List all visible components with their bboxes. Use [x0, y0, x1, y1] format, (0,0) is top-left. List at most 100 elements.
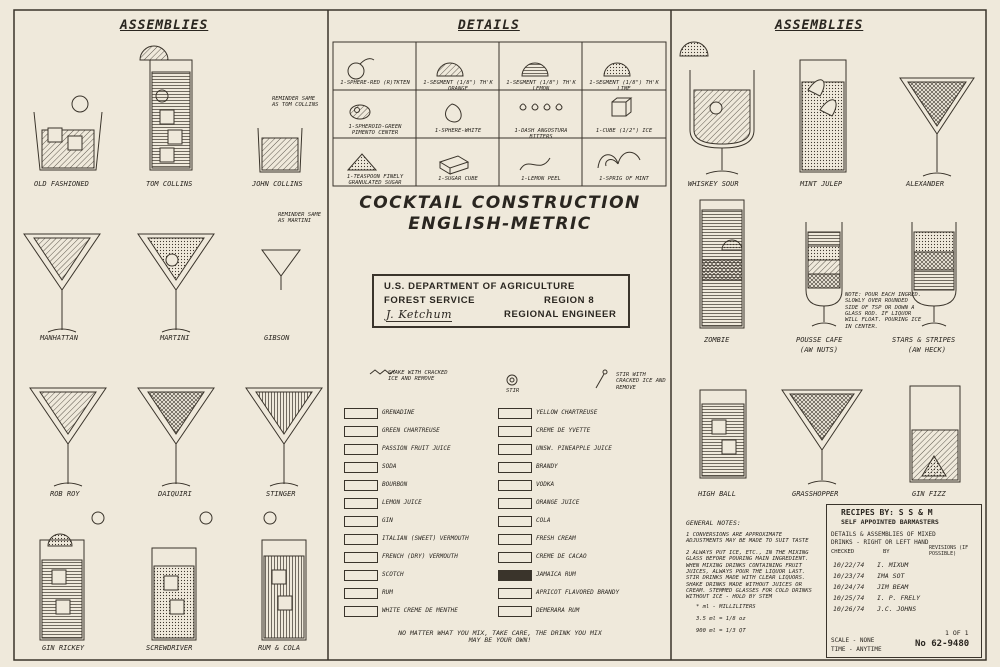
detail-label: 1-DASH ANGOSTURA BITTERS: [514, 128, 568, 141]
drink-sublabel: (AW NUTS): [800, 346, 838, 354]
drink-label: POUSSE CAFE: [796, 336, 843, 344]
recipes-subtitle: SELF APPOINTED BARMASTERS: [841, 518, 939, 526]
drink-label: MINT JULEP: [800, 180, 843, 188]
swatch: [344, 588, 378, 599]
checker: IMA SOT: [877, 572, 905, 580]
col-revisions: REVISIONS (IF POSSIBLE): [929, 545, 969, 557]
swatch: [344, 498, 378, 509]
drink-label: MARTINI: [160, 334, 190, 342]
title-line2: ENGLISH-METRIC: [408, 214, 592, 234]
swatch: [344, 426, 378, 437]
swatch: [344, 534, 378, 545]
legend-label: GREEN CHARTREUSE: [382, 427, 440, 434]
legend-label: SODA: [382, 463, 397, 470]
drink-label: ALEXANDER: [906, 180, 944, 188]
drink-label: WHISKEY SOUR: [688, 180, 739, 188]
swatch: [344, 408, 378, 419]
stamp-service: FOREST SERVICE: [384, 295, 476, 306]
drink-label: OLD FASHIONED: [34, 180, 89, 188]
header-assemblies-right: ASSEMBLIES: [775, 18, 864, 33]
legend-label: CREME DE YVETTE: [536, 427, 591, 434]
legend-label: ORANGE JUICE: [536, 499, 580, 506]
stamp-role: REGIONAL ENGINEER: [504, 309, 617, 320]
swatch: [344, 516, 378, 527]
general-note-4: 3.5 ml = 1/8 oz: [696, 616, 746, 622]
drink-label: GIN RICKEY: [42, 644, 85, 652]
detail-label: 1-SEGMENT (1/8") TH'K ORANGE: [423, 80, 493, 93]
general-note-2: 2 ALWAYS PUT ICE, ETC., IN THE MIXING GL…: [686, 550, 812, 601]
stamp-region: REGION 8: [544, 295, 595, 306]
swatch: [498, 588, 532, 599]
legend-label: GRENADINE: [382, 409, 415, 416]
drink-label: SCREWDRIVER: [146, 644, 193, 652]
legend-label: BRANDY: [536, 463, 558, 470]
detail-label: 1-SPHEROID-GREEN PIMENTO CENTER: [348, 124, 402, 137]
drawing-number: No 62-9480: [915, 639, 970, 649]
scale-label: SCALE - NONE: [831, 637, 875, 644]
swatch: [498, 426, 532, 437]
drink-label: DAIQUIRI: [158, 490, 192, 498]
detail-label: 1-SUGAR CUBE: [438, 176, 478, 182]
swatch: [344, 462, 378, 473]
legend-label: APRICOT FLAVORED BRANDY: [536, 589, 620, 596]
drink-label: HIGH BALL: [698, 490, 736, 498]
details-grid: [332, 41, 667, 187]
recipes-title: RECIPES BY: S S & M: [841, 508, 933, 517]
detail-label: 1-LEMON PEEL: [521, 176, 561, 182]
time-label: TIME - ANYTIME: [831, 646, 882, 653]
legend-label: UNSW. PINEAPPLE JUICE: [536, 445, 612, 452]
checker: J.C. JOHNS: [877, 605, 917, 613]
swatch: [498, 534, 532, 545]
recipes-desc2: DRINKS - RIGHT OR LEFT HAND: [831, 539, 929, 546]
legend-label: FRENCH (DRY) VERMOUTH: [382, 553, 458, 560]
detail-label: 1-SPHERE-RED (R)TKTEN: [340, 80, 410, 86]
general-note-3: * ml - MILLILITERS: [696, 604, 756, 610]
detail-label: 1-TEASPOON FINELY GRANULATED SUGAR: [346, 174, 404, 187]
drink-label: TOM COLLINS: [146, 180, 193, 188]
checker: I. P. FRELY: [877, 594, 921, 602]
drink-label: JOHN COLLINS: [252, 180, 303, 188]
legend-label: BOURBON: [382, 481, 408, 488]
legend-label: GIN: [382, 517, 393, 524]
check-date: 10/24/74: [833, 583, 865, 591]
checker: I. MIXUM: [877, 561, 909, 569]
swatch: [498, 408, 532, 419]
header-details: DETAILS: [458, 18, 520, 33]
swatch: [344, 444, 378, 455]
general-note-5: 900 ml = 1/3 QT: [696, 628, 746, 634]
legend-shake: SHAKE WITH CRACKED ICE AND REMOVE: [388, 370, 448, 383]
swatch: [498, 606, 532, 617]
swatch: [344, 570, 378, 581]
title-line1: COCKTAIL CONSTRUCTION: [359, 193, 641, 213]
drink-label: STARS & STRIPES: [892, 336, 956, 344]
swatch: [498, 480, 532, 491]
legend-label: FRESH CREAM: [536, 535, 576, 542]
legend-icons: [369, 369, 608, 389]
bottom-note: NO MATTER WHAT YOU MIX, TAKE CARE, THE D…: [398, 629, 602, 645]
reminder-gibson: REMINDER SAME AS MARTINI: [278, 212, 322, 225]
legend-label: COLA: [536, 517, 551, 524]
general-note-1: 1 CONVERSIONS ARE APPROXIMATE ADJUSTMENT…: [686, 532, 809, 545]
reminder-john: REMINDER SAME AS TOM COLLINS: [272, 96, 319, 109]
detail-label: 1-SEGMENT (1/8") TH'K LEMON: [506, 80, 576, 93]
swatch: [344, 606, 378, 617]
swatch: [498, 444, 532, 455]
legend-label: DEMERARA RUM: [536, 607, 580, 614]
recipes-block: RECIPES BY: S S & M SELF APPOINTED BARMA…: [826, 504, 982, 658]
stamp-signature: J. Ketchum: [386, 308, 453, 322]
drink-label: MANHATTAN: [40, 334, 78, 342]
legend-label: SCOTCH: [382, 571, 404, 578]
legend-label: WHITE CREME DE MENTHE: [382, 607, 458, 614]
drink-label: GIN FIZZ: [912, 490, 946, 498]
legend-label: RUM: [382, 589, 393, 596]
usda-stamp: U.S. DEPARTMENT OF AGRICULTURE FOREST SE…: [372, 274, 630, 328]
legend-label: JAMAICA RUM: [536, 571, 576, 578]
header-assemblies-left: ASSEMBLIES: [120, 18, 209, 33]
legend-stir: STIR: [506, 388, 520, 394]
swatch: [498, 552, 532, 563]
drink-label: GIBSON: [264, 334, 290, 342]
col-by: BY: [883, 549, 890, 555]
check-date: 10/25/74: [833, 594, 865, 602]
